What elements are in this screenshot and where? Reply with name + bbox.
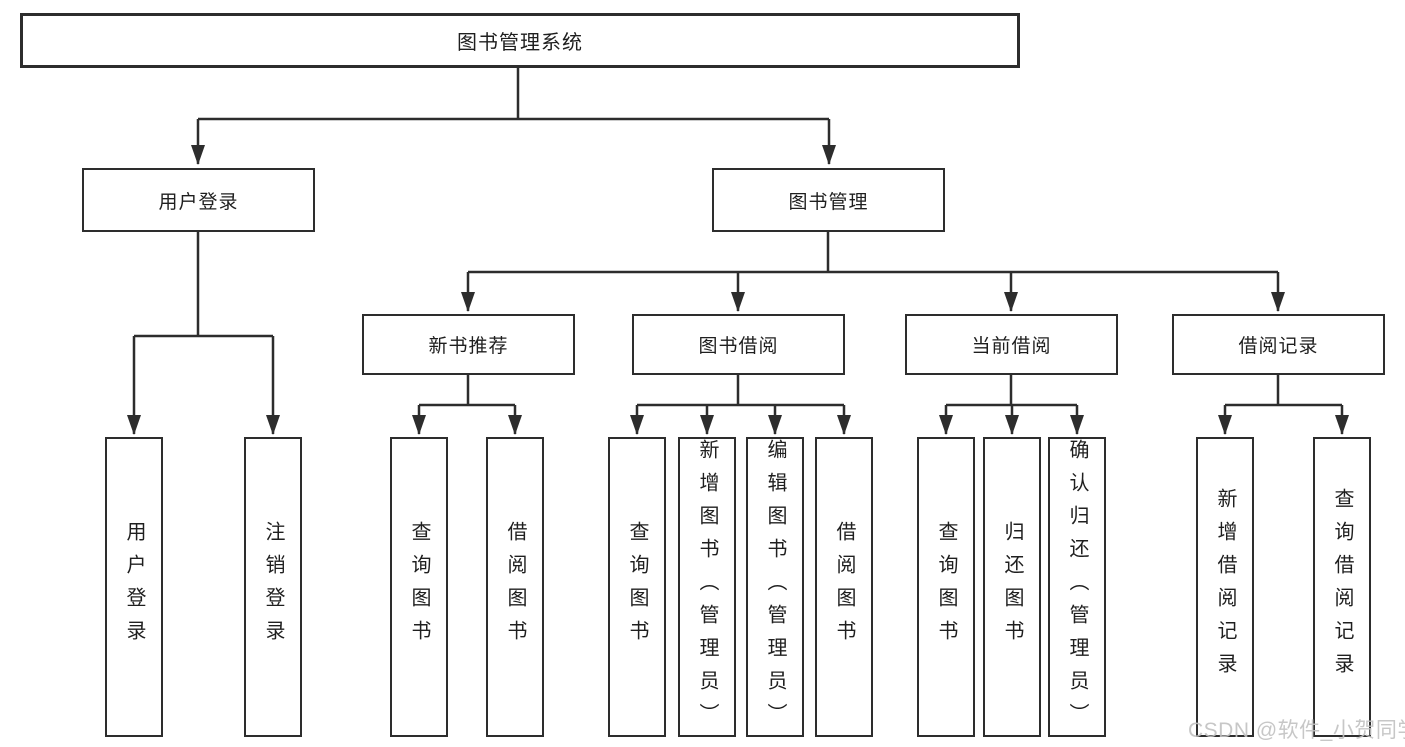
leaf-return-books: 归还图书 [983,437,1041,737]
connector-line [1225,375,1342,407]
node-new-book-recommendation: 新书推荐 [362,314,575,375]
connector-line [946,375,1077,407]
node-library-system: 图书管理系统 [20,13,1020,68]
leaf-query-books-recommend: 查询图书 [390,437,448,737]
leaf-confirm-return-admin: 确认归还（管理员） [1048,437,1106,737]
node-borrowing-records: 借阅记录 [1172,314,1385,375]
leaf-edit-books-admin: 编辑图书（管理员） [746,437,804,737]
node-user-login-label: 用户登录 [158,191,239,213]
node-current-borrowing: 当前借阅 [905,314,1118,375]
node-user-login: 用户登录 [82,168,315,232]
node-book-borrowing: 图书借阅 [632,314,845,375]
leaf-borrow-books-borrowing: 借阅图书 [815,437,873,737]
node-book-management-label: 图书管理 [788,191,869,213]
leaf-user-login-label: 用户登录 [123,521,145,653]
node-current-borrowing-label: 当前借阅 [971,336,1052,357]
leaf-query-books-borrowing: 查询图书 [608,437,666,737]
leaf-edit-books-admin-label: 编辑图书（管理员） [764,439,786,736]
watermark: CSDN @软件_小贺同学 [1188,719,1405,742]
connector-line [419,375,515,407]
leaf-query-books-current-label: 查询图书 [935,521,957,653]
leaf-query-borrow-record-label: 查询借阅记录 [1331,488,1353,686]
leaf-logout-label: 注销登录 [262,521,284,653]
connector-line [637,375,844,407]
leaf-return-books-label: 归还图书 [1001,521,1023,653]
leaf-query-books-current: 查询图书 [917,437,975,737]
leaf-borrow-books-borrowing-label: 借阅图书 [833,521,855,653]
leaf-query-books-recommend-label: 查询图书 [408,521,430,653]
leaf-user-login: 用户登录 [105,437,163,737]
leaf-borrow-books-recommend: 借阅图书 [486,437,544,737]
node-book-management: 图书管理 [712,168,945,232]
leaf-query-books-borrowing-label: 查询图书 [626,521,648,653]
connector-lines [127,68,1349,435]
leaf-logout: 注销登录 [244,437,302,737]
node-new-book-recommendation-label: 新书推荐 [428,336,509,357]
node-borrowing-records-label: 借阅记录 [1238,336,1319,357]
leaf-add-borrow-record-label: 新增借阅记录 [1214,488,1236,686]
node-book-borrowing-label: 图书借阅 [698,336,779,357]
leaf-add-books-admin: 新增图书（管理员） [678,437,736,737]
leaf-query-borrow-record: 查询借阅记录 [1313,437,1371,737]
leaf-confirm-return-admin-label: 确认归还（管理员） [1066,439,1088,736]
leaf-add-borrow-record: 新增借阅记录 [1196,437,1254,737]
node-library-system-label: 图书管理系统 [457,32,583,54]
leaf-borrow-books-recommend-label: 借阅图书 [504,521,526,653]
leaf-add-books-admin-label: 新增图书（管理员） [696,439,718,736]
